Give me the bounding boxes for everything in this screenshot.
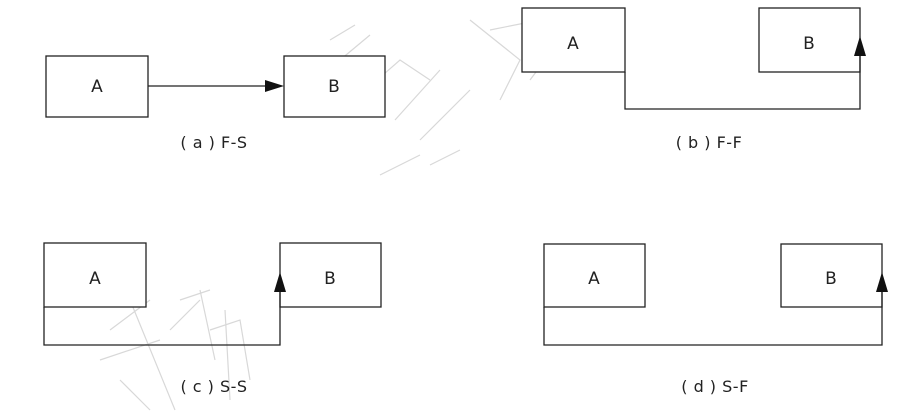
caption-d: ( d ) S-F: [681, 377, 749, 396]
arrowhead-icon: [274, 272, 286, 292]
diagram-b: A B ( b ) F-F: [521, 7, 866, 152]
activity-b-label: B: [324, 269, 336, 289]
activity-a-box: [521, 7, 626, 73]
start-to-finish-link: [543, 288, 883, 346]
arrowhead-icon: [854, 36, 866, 56]
activity-a-box: [543, 243, 646, 308]
activity-b-box: [780, 243, 883, 308]
activity-b-label: B: [803, 34, 815, 54]
activity-a-label: A: [588, 269, 600, 289]
diagram-d: A B ( d ) S-F: [543, 243, 888, 396]
activity-a-label: A: [89, 269, 101, 289]
activity-a-label: A: [91, 77, 103, 97]
arrowhead-icon: [876, 272, 888, 292]
caption-c: ( c ) S-S: [180, 377, 247, 396]
activity-a-label: A: [567, 34, 579, 54]
activity-a-box: [43, 242, 147, 308]
activity-b-box: [758, 7, 861, 73]
finish-to-finish-link: [624, 52, 861, 110]
start-to-start-link: [43, 287, 281, 346]
caption-a: ( a ) F-S: [180, 133, 247, 152]
activity-b-label: B: [825, 269, 837, 289]
diagram-a: A B ( a ) F-S: [45, 55, 386, 152]
activity-b-box: [279, 242, 382, 308]
caption-b: ( b ) F-F: [676, 133, 743, 152]
activity-b-label: B: [328, 77, 340, 97]
diagram-c: A B ( c ) S-S: [43, 242, 382, 396]
arrowhead-icon: [265, 80, 284, 92]
activity-b-box: [283, 55, 386, 118]
activity-a-box: [45, 55, 149, 118]
